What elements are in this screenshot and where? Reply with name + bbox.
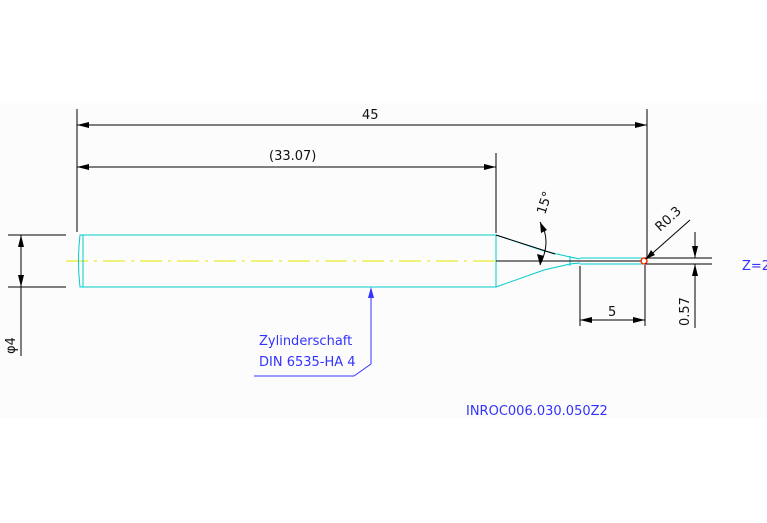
dimension-taper-angle <box>495 221 556 266</box>
dimension-overall-length-text: 45 <box>362 108 379 123</box>
shank-note-line1: Zylinderschaft <box>259 334 352 349</box>
flutes-label: Z=2 <box>742 259 767 274</box>
dimension-neck-length <box>579 265 646 326</box>
part-number: INROC006.030.050Z2 <box>466 404 608 419</box>
dimension-shank-length <box>77 153 497 233</box>
dimension-shank-length-text: (33.07) <box>269 149 316 164</box>
dimension-shank-diameter-text: φ4 <box>4 337 19 354</box>
dimension-neck-length-text: 5 <box>608 305 616 320</box>
dimension-tip-diameter <box>645 232 712 328</box>
shank-note-leader <box>254 287 374 377</box>
shank-note-line2: DIN 6535-HA 4 <box>259 355 356 370</box>
taper-lower <box>495 262 581 288</box>
dimension-taper-angle-text: 15° <box>535 190 556 217</box>
dimension-corner-radius <box>645 219 691 260</box>
shank-body <box>78 234 497 288</box>
corner-radius-marker <box>640 257 648 265</box>
dimension-overall-length <box>76 109 648 259</box>
dimension-shank-diameter <box>8 234 66 356</box>
dimension-tip-diameter-text: 0.57 <box>678 297 693 326</box>
